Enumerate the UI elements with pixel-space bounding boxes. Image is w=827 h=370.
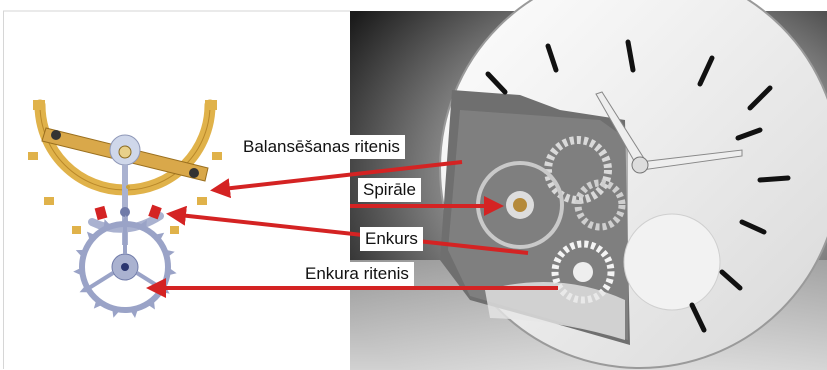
left-panel [3, 11, 350, 369]
label-balance-wheel: Balansēšanas ritenis [238, 135, 405, 159]
label-anchor: Enkurs [360, 227, 423, 251]
label-hairspring: Spirāle [358, 178, 421, 202]
label-escape-wheel: Enkura ritenis [300, 262, 414, 286]
watch-movement-cutaway [350, 0, 827, 370]
